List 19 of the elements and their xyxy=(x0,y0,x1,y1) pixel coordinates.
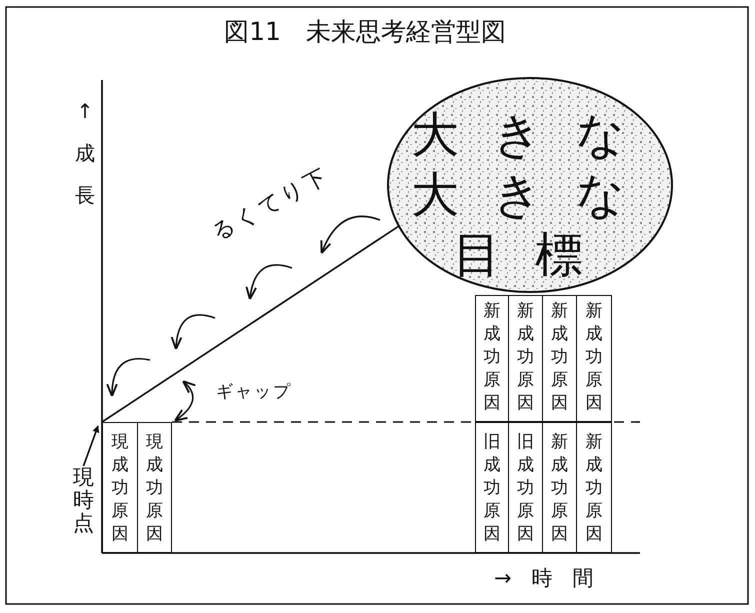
column-box: 新成功原因 xyxy=(576,422,612,553)
column-box: 現成功原因 xyxy=(102,422,138,553)
gap-label: ギャップ xyxy=(216,381,292,404)
title: 図11 未来思考経営型図 xyxy=(223,17,507,47)
column-box: 新成功原因 xyxy=(542,422,577,553)
column-box: 現成功原因 xyxy=(137,422,172,553)
arrow xyxy=(82,425,100,466)
column-box: 新成功原因 xyxy=(576,295,612,422)
column-box: 新成功原因 xyxy=(542,295,577,422)
goal-ellipse: 大きな大きな目標 xyxy=(387,77,673,293)
column-box: 旧成功原因 xyxy=(508,422,543,553)
point-label: 現時点 xyxy=(72,466,95,535)
column-box: 新成功原因 xyxy=(508,295,543,422)
connector-line xyxy=(102,225,400,423)
axis-label: →時間 xyxy=(494,565,614,591)
annotation-text: るくてり下 xyxy=(207,162,335,248)
column-box: 旧成功原因 xyxy=(475,422,509,553)
column-box: 新成功原因 xyxy=(475,295,509,422)
axis-label: ↑成長 xyxy=(74,98,96,209)
